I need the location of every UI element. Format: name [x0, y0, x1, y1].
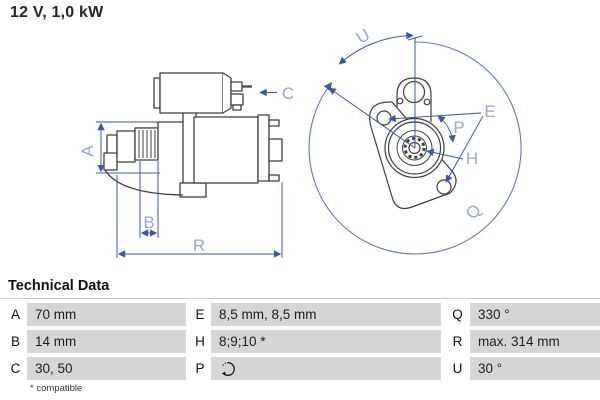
dimension-label-c: C	[282, 84, 294, 103]
table-letter-cell: A	[4, 303, 27, 326]
table-value-cell: 14 mm	[27, 330, 186, 353]
rear-view-dimensions	[308, 31, 522, 255]
technical-drawing: A B C R U E P	[78, 25, 522, 258]
table-value-cell: 30, 50	[27, 357, 186, 380]
dimension-label-e: E	[484, 102, 495, 121]
table-letter-cell: U	[445, 357, 470, 380]
dimension-label-r: R	[193, 236, 205, 255]
dimension-label-p: P	[453, 118, 464, 137]
table-value-cell: 8,5 mm, 8,5 mm	[211, 303, 441, 326]
table-value-cell: 330 °	[470, 303, 600, 326]
table-letter-cell: Q	[445, 303, 470, 326]
table-value-cell: 70 mm	[27, 303, 186, 326]
table-value-cell: max. 314 mm	[470, 330, 600, 353]
dimension-label-a: A	[78, 145, 97, 157]
table-value-cell: 30 °	[470, 357, 600, 380]
technical-data-heading: Technical Data	[8, 278, 110, 294]
dimension-label-q: Q	[462, 201, 485, 223]
table-letter-cell: H	[189, 330, 211, 353]
table-letter-cell: B	[4, 330, 27, 353]
table-value-cell: 8;9;10 *	[211, 330, 441, 353]
technical-data-header: Technical Data	[0, 278, 600, 299]
table-letter-cell: R	[445, 330, 470, 353]
side-view-drawing	[103, 72, 283, 198]
table-letter-cell: P	[189, 357, 211, 380]
table-value-cell	[211, 357, 441, 380]
rotation-direction-icon	[221, 362, 235, 376]
page-title: 12 V, 1,0 kW	[10, 4, 104, 21]
table-letter-cell: C	[4, 357, 27, 380]
side-view-dimensions	[96, 88, 283, 258]
dimension-label-b: B	[143, 213, 154, 232]
rear-view-drawing	[369, 77, 457, 210]
dimension-label-h: H	[466, 149, 478, 168]
table-letter-cell: E	[189, 303, 211, 326]
technical-data-table: A 70 mm E 8,5 mm, 8,5 mm Q 330 ° B 14 mm…	[4, 303, 600, 380]
compatibility-footnote: * compatible	[30, 383, 83, 394]
